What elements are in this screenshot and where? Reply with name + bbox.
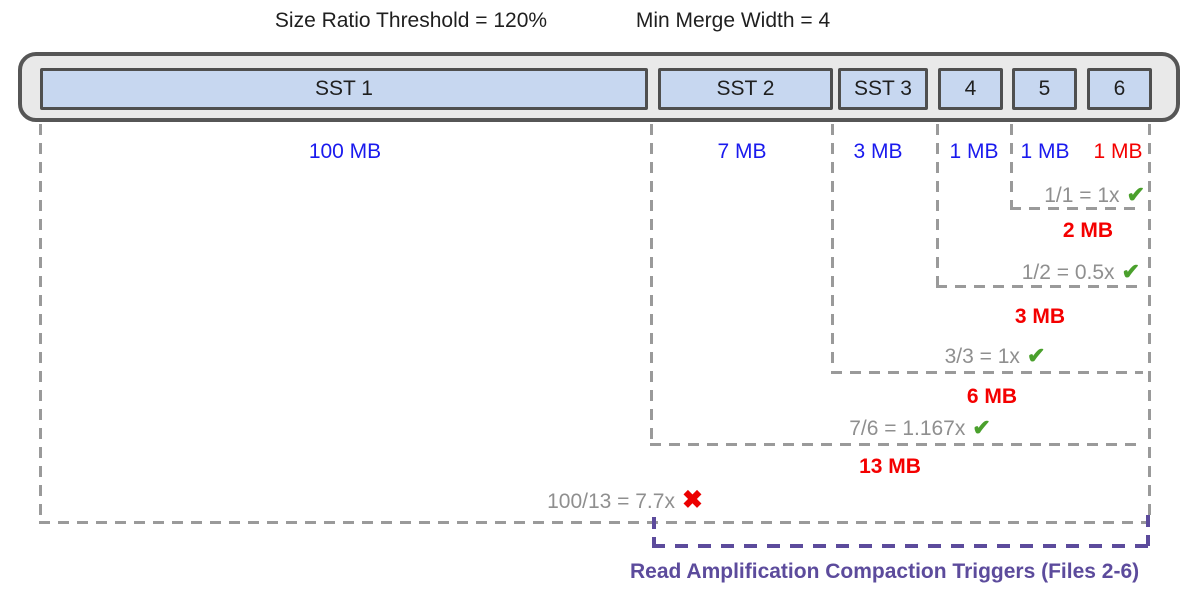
trigger-bracket-right-tick	[1146, 515, 1150, 546]
trigger-bracket-line	[652, 544, 1150, 548]
ratio-check-3: 3/3 = 1x ✔	[900, 343, 1090, 369]
merged-total-2: 3 MB	[1014, 305, 1066, 328]
bracket-line-sst1-left	[39, 124, 42, 524]
sst-3-size-label: 3 MB	[853, 140, 903, 163]
bracket-line-sst5-left	[1010, 124, 1013, 209]
ratio-check-4: 7/6 = 1.167x ✔	[820, 415, 1020, 441]
bracket-line-right-edge	[1148, 124, 1151, 523]
sst-file-6: 6	[1087, 68, 1152, 110]
sst-file-4: 4	[938, 68, 1003, 110]
ratio-check-1: 1/1 = 1x ✔	[1000, 182, 1145, 208]
bracket-line-sst2-left	[650, 124, 653, 445]
sst-file-2: SST 2	[658, 68, 833, 110]
sst-file-3: SST 3	[838, 68, 928, 110]
bracket-bottom-check-5	[39, 521, 1149, 524]
trigger-caption: Read Amplification Compaction Triggers (…	[630, 560, 1140, 583]
ratio-expression: 3/3 = 1x	[944, 345, 1020, 368]
merged-total-1: 2 MB	[1062, 219, 1114, 242]
sst-5-size-label: 1 MB	[1020, 140, 1070, 163]
sst-4-size-label: 1 MB	[949, 140, 999, 163]
ratio-expression: 100/13 = 7.7x	[547, 490, 675, 513]
bracket-line-sst3-left	[831, 124, 834, 373]
size-ratio-threshold-label: Size Ratio Threshold = 120%	[274, 9, 548, 32]
check-icon: ✔	[972, 415, 991, 440]
ratio-expression: 1/1 = 1x	[1044, 184, 1120, 207]
bracket-bottom-check-4	[650, 443, 1143, 446]
bracket-bottom-check-1	[1010, 207, 1143, 210]
sst-6-size-label: 1 MB	[1093, 140, 1143, 163]
sst-file-5: 5	[1012, 68, 1077, 110]
check-icon: ✔	[1121, 259, 1140, 284]
bracket-line-sst4-left	[936, 124, 939, 287]
sst-2-size-label: 7 MB	[717, 140, 767, 163]
cross-icon: ✖	[681, 486, 703, 514]
ratio-check-2: 1/2 = 0.5x ✔	[960, 259, 1140, 285]
ratio-expression: 7/6 = 1.167x	[849, 417, 966, 440]
merged-total-4: 13 MB	[859, 455, 921, 478]
merged-total-3: 6 MB	[966, 385, 1018, 408]
ratio-expression: 1/2 = 0.5x	[1021, 261, 1115, 284]
sst-1-size-label: 100 MB	[308, 140, 382, 163]
min-merge-width-label: Min Merge Width = 4	[635, 9, 831, 32]
bracket-bottom-check-2	[936, 285, 1143, 288]
check-icon: ✔	[1126, 182, 1145, 207]
sst-file-1: SST 1	[40, 68, 648, 110]
check-icon: ✔	[1026, 343, 1046, 368]
trigger-bracket-left-tick	[652, 517, 656, 546]
ratio-check-5: 100/13 = 7.7x ✖	[525, 486, 725, 514]
bracket-bottom-check-3	[831, 371, 1143, 374]
